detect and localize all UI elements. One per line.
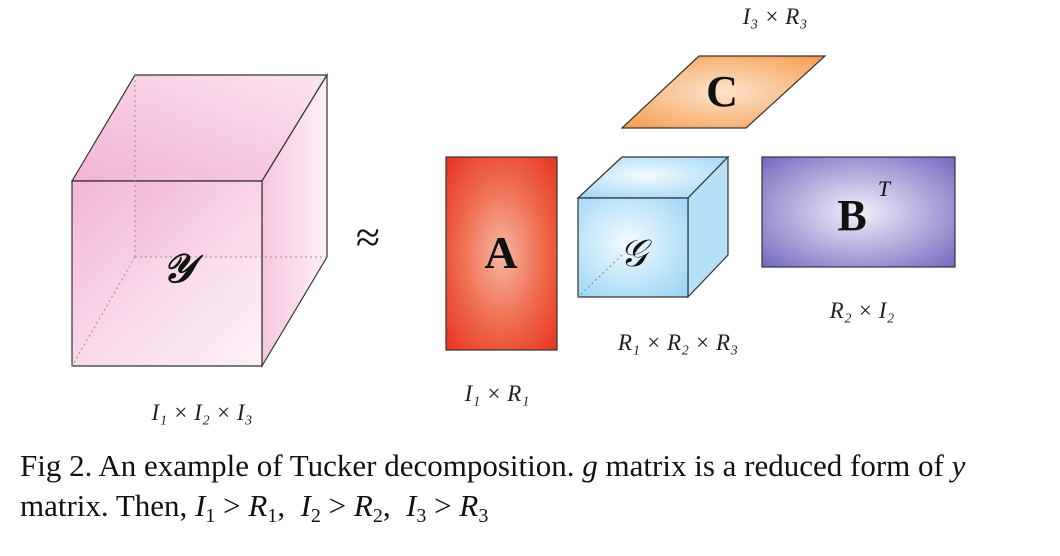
- matrix-b-transpose: B T R₂ × I₂: [761, 156, 956, 323]
- caption-y-symbol: y: [951, 448, 966, 483]
- caption-text-1: Fig 2. An example of Tucker decompositio…: [20, 448, 575, 483]
- caption-inequality-3: I3 > R3: [406, 488, 488, 526]
- core-tensor-g: 𝒢 R₁ × R₂ × R₃: [576, 155, 738, 355]
- tucker-decomposition-diagram: 𝒴 I₁ × I₂ × I₃ ≈ A I₁ × R₁ C I₃ × R₃ 𝒢 R…: [70, 4, 956, 425]
- caption-g-symbol: g: [582, 448, 598, 483]
- ineq-2-right-sub: 2: [372, 505, 383, 527]
- approx-symbol: ≈: [356, 213, 380, 262]
- matrix-a-dims: I₁ × R₁: [464, 381, 530, 406]
- core-g-dims: R₁ × R₂ × R₃: [617, 330, 738, 355]
- matrix-b-superscript: T: [878, 176, 892, 201]
- ineq-1-right: R: [248, 488, 268, 523]
- core-g-hidden-edge: [577, 254, 623, 298]
- caption-inequality-1: I1 > R1,: [195, 488, 286, 526]
- tensor-y-hidden-edge: [71, 256, 136, 367]
- ineq-2-sep: ,: [382, 488, 391, 523]
- matrix-a-label: A: [484, 227, 517, 278]
- tensor-y-dims: I₁ × I₂ × I₃: [150, 400, 252, 425]
- ineq-3-left: I: [406, 488, 417, 523]
- matrix-c-shape: [620, 55, 827, 129]
- ineq-3-right-sub: 3: [478, 505, 489, 527]
- matrix-b-label: B: [837, 191, 866, 240]
- ineq-3-left-sub: 3: [416, 505, 427, 527]
- ineq-1-gt: >: [223, 488, 241, 523]
- ineq-2-right: R: [353, 488, 373, 523]
- figure-caption: Fig 2. An example of Tucker decompositio…: [20, 446, 1050, 526]
- core-g-front-face: [577, 197, 689, 298]
- ineq-1-right-sub: 1: [267, 505, 278, 527]
- matrix-b-rect: [761, 156, 956, 268]
- matrix-c-dims: I₃ × R₃: [742, 4, 808, 29]
- ineq-2-gt: >: [328, 488, 347, 523]
- ineq-1-sep: ,: [277, 488, 286, 523]
- ineq-1-left-sub: 1: [205, 505, 216, 527]
- tensor-y-front-face: [71, 180, 263, 367]
- ineq-3-gt: >: [434, 488, 452, 523]
- matrix-c-label: C: [706, 67, 738, 116]
- ineq-2-left-sub: 2: [310, 505, 321, 527]
- caption-text-3: matrix. Then,: [20, 488, 188, 523]
- ineq-1-left: I: [195, 488, 206, 523]
- matrix-a: A I₁ × R₁: [445, 156, 558, 406]
- caption-text-2: matrix is a reduced form of: [605, 448, 944, 483]
- matrix-b-dims: R₂ × I₂: [829, 298, 895, 323]
- ineq-3-right: R: [459, 488, 479, 523]
- ineq-2-left: I: [300, 488, 311, 523]
- matrix-a-rect: [445, 156, 558, 351]
- tensor-y-cube: 𝒴 I₁ × I₂ × I₃: [70, 72, 329, 425]
- matrix-c: C I₃ × R₃: [620, 4, 827, 129]
- caption-inequality-2: I2 > R2,: [300, 488, 391, 526]
